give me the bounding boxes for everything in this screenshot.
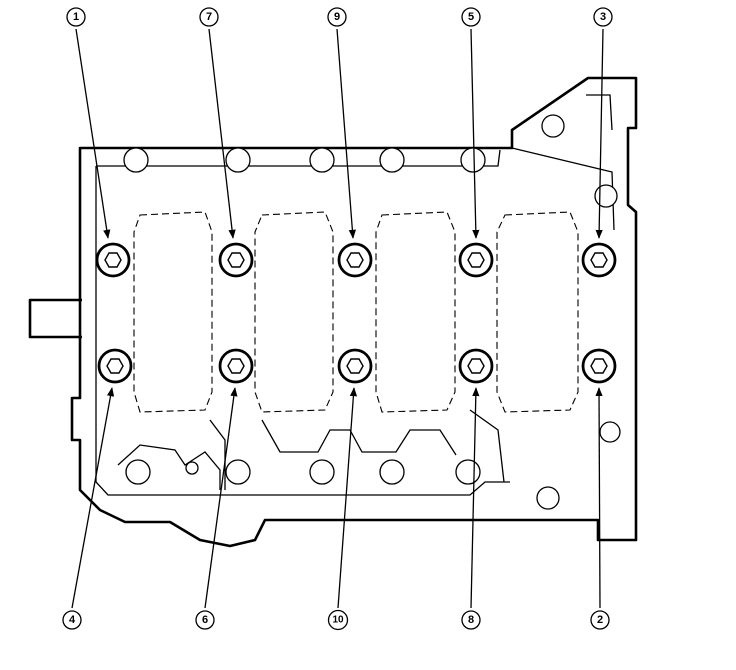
callout-number: 1 <box>73 11 79 23</box>
passage-hole <box>185 461 199 475</box>
leader-arrows <box>71 28 604 609</box>
passage-hole <box>594 184 618 208</box>
callout-lower-4: 8 <box>461 610 481 630</box>
callout-number: 4 <box>69 614 76 626</box>
passage-hole <box>599 421 621 443</box>
combustion-chambers <box>133 211 579 413</box>
leader-arrow <box>204 387 238 609</box>
callout-upper-3: 9 <box>327 7 347 27</box>
bolt-upper-3 <box>337 242 373 278</box>
passage-hole <box>379 147 405 173</box>
callout-lower-5: 2 <box>590 610 610 630</box>
callout-upper-4: 5 <box>461 7 481 27</box>
leader-arrow <box>595 28 604 239</box>
callout-number: 10 <box>332 615 344 626</box>
passage-hole <box>309 459 335 485</box>
bolt-upper-2 <box>218 242 254 278</box>
bolt-upper-5 <box>581 242 617 278</box>
leader-arrow <box>337 387 358 609</box>
leader-arrow <box>208 28 236 239</box>
bolt-lower-1 <box>97 348 133 384</box>
passage-hole <box>455 459 481 485</box>
leader-arrow <box>470 387 480 609</box>
callout-upper-2: 7 <box>199 7 219 27</box>
leader-arrow <box>595 387 603 609</box>
passage-hole <box>460 147 486 173</box>
passage-hole <box>309 147 335 173</box>
bolt-lower-4 <box>458 348 494 384</box>
passage-holes <box>123 114 621 510</box>
leader-arrow <box>336 28 357 239</box>
bolt-lower-5 <box>581 348 617 384</box>
bolt-upper-4 <box>458 242 494 278</box>
callout-number: 9 <box>334 11 340 23</box>
bolt-upper-1 <box>95 242 131 278</box>
callout-lower-3: 10 <box>327 609 349 631</box>
shaft-stub <box>28 298 82 339</box>
callout-upper-5: 3 <box>593 7 613 27</box>
leader-arrow <box>75 28 111 239</box>
callout-lower-2: 6 <box>195 610 215 630</box>
head-outline <box>70 76 638 548</box>
head-bolts <box>95 242 617 384</box>
callout-lower-1: 4 <box>62 610 82 630</box>
passage-hole <box>541 114 565 138</box>
passage-hole <box>123 147 149 173</box>
passage-hole <box>379 459 405 485</box>
callout-number: 6 <box>202 614 208 626</box>
leader-arrow <box>470 28 480 239</box>
callout-number: 7 <box>206 11 212 23</box>
passage-hole <box>536 486 560 510</box>
passage-hole <box>125 459 151 485</box>
callout-number: 8 <box>468 614 474 626</box>
callout-number: 2 <box>597 614 603 626</box>
callout-number: 3 <box>600 11 606 23</box>
leader-arrow <box>71 387 115 609</box>
port-outlines <box>117 409 505 490</box>
bolt-lower-2 <box>218 348 254 384</box>
passage-hole <box>225 147 251 173</box>
passage-hole <box>225 459 251 485</box>
callout-number: 5 <box>468 11 474 23</box>
callout-upper-1: 1 <box>66 7 86 27</box>
bolt-lower-3 <box>337 348 373 384</box>
sequence-callouts: 1 7 9 5 3 4 6 10 8 2 <box>62 7 613 631</box>
